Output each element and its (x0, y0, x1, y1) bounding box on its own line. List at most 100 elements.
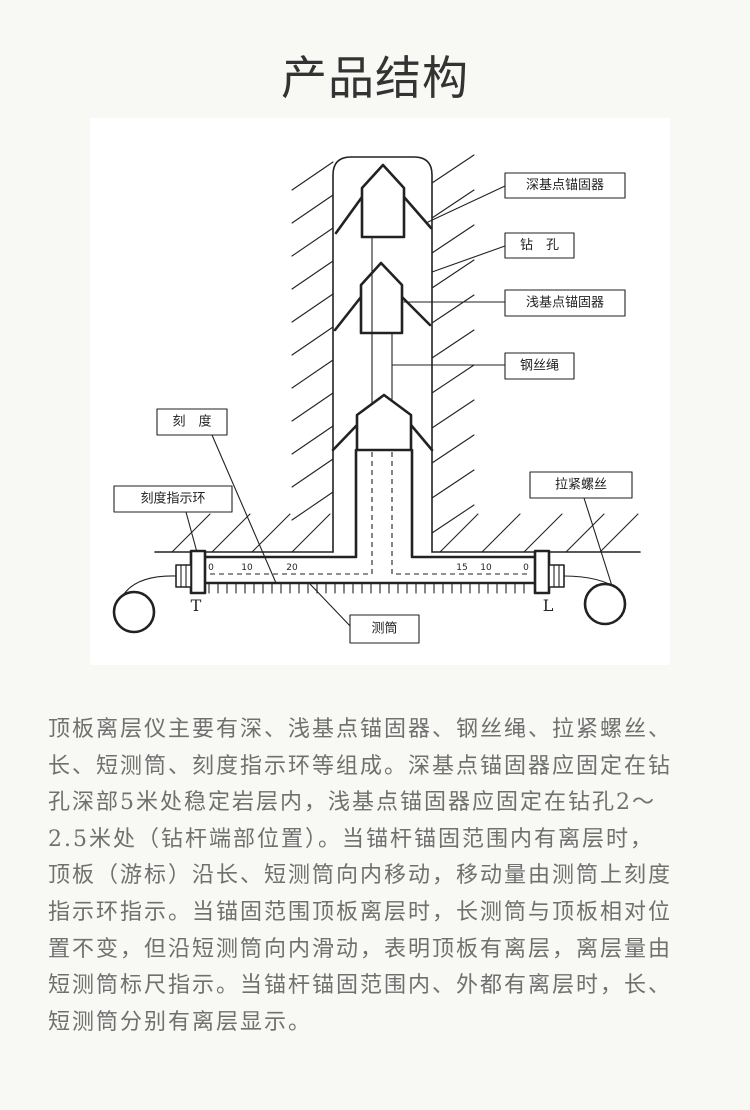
description-line: 孔深部5米处稳定岩层内，浅基点锚固器应固定在钻孔2～ (48, 790, 656, 816)
scale-number: 15 (456, 563, 467, 573)
borehole-outline (332, 156, 433, 553)
deep-anchor (334, 163, 433, 239)
leader-measuring-tube (309, 583, 353, 629)
label-text: 深基点锚固器 (526, 178, 604, 193)
ground-hatch-line (523, 513, 563, 553)
scale-numbers: 0 10 20 15 10 0 (208, 563, 529, 573)
rock-hatch-line (291, 293, 334, 323)
deep-anchor-right-claw (402, 195, 433, 230)
label-text: 刻 度 (172, 414, 211, 430)
leader-tension-screw (583, 497, 613, 587)
rock-hatch-line (431, 224, 475, 254)
rock-hatch-line (431, 434, 475, 464)
ground-hatch-line (599, 513, 639, 553)
label-box (504, 352, 575, 380)
description-line: 指示环指示。当锚固范围顶板离层时，长测筒与顶板相对位 (48, 899, 673, 925)
leader-scale-indicator-ring (185, 511, 199, 557)
ground-hatch-line (171, 513, 211, 553)
ground-hatch-line (565, 513, 605, 553)
scale-number: 10 (480, 563, 492, 573)
structure-diagram: 0 10 20 15 10 0 (90, 118, 670, 665)
ground-hatch-line (251, 513, 291, 553)
inner-short-tube (210, 452, 530, 575)
rock-hatch-line (291, 194, 334, 224)
label-text: 刻度指示环 (140, 491, 205, 507)
deep-anchor-left-claw (334, 195, 364, 235)
label-box (529, 471, 633, 499)
label-borehole: 钻 孔 (504, 232, 575, 259)
end-mark-right: L (543, 596, 554, 615)
label-box (349, 614, 420, 644)
ground-hatch-line (481, 513, 521, 553)
label-deep-anchor: 深基点锚固器 (504, 172, 626, 199)
measuring-tube (203, 448, 537, 585)
description-line: 短测筒标尺指示。当锚杆锚固范围内、外都有离层时，长、 (48, 973, 673, 999)
rock-hatch-line (291, 260, 334, 290)
orifice-anchor-body (355, 393, 413, 452)
rock-hatch-line (431, 154, 475, 184)
rock-hatch-line (431, 189, 475, 219)
rock-hatching (171, 154, 639, 553)
rock-hatch-line (431, 399, 475, 429)
rock-hatch-line (431, 469, 475, 499)
label-text: 拉紧螺丝 (555, 478, 607, 493)
rock-hatch-line (431, 504, 475, 534)
shallow-anchor-left-claw (333, 295, 363, 332)
rock-hatch-line (291, 392, 334, 422)
orifice-anchor (331, 393, 434, 452)
ground-hatch-line (439, 513, 479, 553)
label-tension-screw: 拉紧螺丝 (529, 471, 633, 499)
label-box (156, 408, 228, 436)
label-box (504, 232, 575, 259)
shallow-anchor-right-claw (400, 295, 432, 327)
rock-hatch-line (431, 329, 475, 359)
description-line: 2.5米处（钻杆端部位置）。当锚杆锚固范围内有离层时， (48, 826, 654, 852)
right-end-assembly (533, 549, 627, 626)
label-scale: 刻 度 (156, 408, 228, 436)
scale-indicator-ring-left (189, 549, 207, 595)
scale-number: 0 (523, 563, 529, 573)
label-text: 测筒 (371, 621, 397, 637)
rock-hatch-line (291, 458, 334, 488)
inner-tube-right-dashed (391, 452, 530, 575)
leader-deep-anchor (427, 185, 506, 223)
shallow-anchor (333, 261, 432, 335)
end-mark-left: T (191, 596, 202, 615)
rock-hatch-line (291, 326, 334, 356)
rock-hatch-line (291, 359, 334, 389)
structure-diagram-svg: 0 10 20 15 10 0 (112, 154, 641, 644)
deep-anchor-body (360, 163, 406, 239)
label-box (504, 172, 626, 199)
label-wire-rope: 钢丝绳 (504, 352, 575, 380)
description-line: 短测筒分别有离层显示。 (48, 1009, 313, 1035)
rock-hatch-line (431, 364, 475, 394)
label-shallow-anchor: 浅基点锚固器 (504, 289, 626, 317)
tube-wall-left (203, 448, 358, 559)
label-box (113, 485, 233, 513)
label-measuring-tube: 测筒 (349, 614, 420, 644)
right-tension-bolt (548, 564, 565, 588)
inner-tube-left-dashed (210, 452, 373, 575)
scale-indicator-ring-right (533, 549, 551, 595)
description-line: 长、短测筒、刻度指示环等组成。深基点锚固器应固定在钻 (48, 753, 673, 779)
description-line: 置不变，但沿短测筒向内滑动，表明顶板有离层，离层量由 (48, 936, 673, 962)
rock-hatch-line (291, 227, 334, 257)
description-text: 顶板离层仪主要有深、浅基点锚固器、钢丝绳、拉紧螺丝、 长、短测筒、刻度指示环等组… (48, 712, 672, 1041)
label-box (504, 289, 626, 317)
leader-scale (211, 434, 277, 584)
rock-hatch-line (291, 161, 334, 191)
left-pull-wire (123, 575, 177, 595)
scale-ticks (208, 583, 525, 594)
description-line: 顶板（游标）沿长、短测筒向内移动，移动量由测筒上刻度 (48, 863, 673, 889)
left-end-assembly (112, 549, 207, 634)
rock-hatch-line (291, 425, 334, 455)
scale-number: 20 (286, 563, 298, 573)
description-line: 顶板离层仪主要有深、浅基点锚固器、钢丝绳、拉紧螺丝、 (48, 717, 673, 742)
left-pull-ring (112, 590, 156, 634)
ground-hatch-line (211, 513, 251, 553)
rock-hatch-line (431, 259, 475, 289)
scale-number: 0 (208, 563, 214, 573)
tube-wall-right (410, 448, 537, 559)
label-text: 浅基点锚固器 (526, 296, 604, 311)
